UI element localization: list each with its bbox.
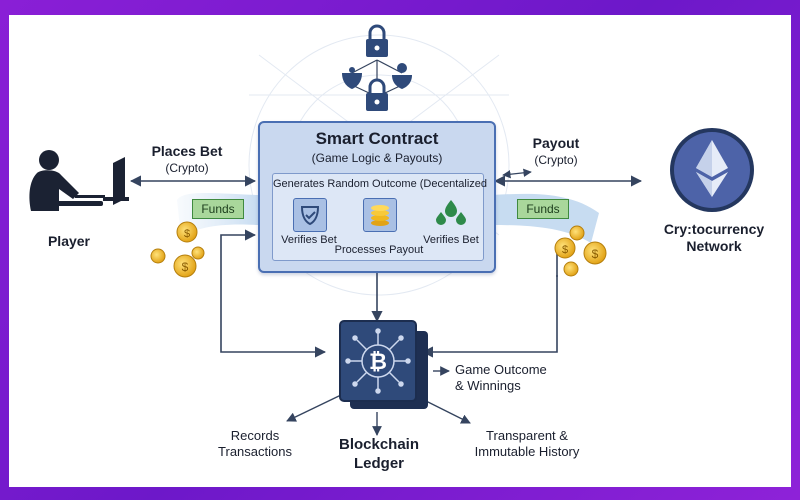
coin-stack-icon: [363, 198, 397, 232]
ledger-label-line2: Ledger: [353, 455, 404, 472]
payout-sublabel: (Crypto): [534, 153, 578, 167]
svg-text:$: $: [562, 244, 568, 256]
coins-right-icon: $ $: [554, 225, 607, 277]
payout-label: Payout: [532, 135, 580, 151]
funds-right-tag: Funds: [517, 199, 569, 219]
verifies-bet-right: Verifies Bet: [423, 234, 479, 246]
blockchain-ledger-icon: ₿: [339, 320, 428, 409]
payout-small-arrow: [502, 168, 532, 179]
verify-shield-icon: [293, 198, 327, 232]
outcome-label-line2: & Winnings: [455, 378, 521, 393]
diagram-svg: ₿ $ $ $ $: [29, 24, 754, 436]
user-shield-icon: [392, 63, 412, 89]
ledger-label-line1: Blockchain: [338, 436, 420, 453]
coins-left-icon: $ $: [150, 221, 205, 278]
transparent-label-line2: Immutable History: [474, 444, 580, 459]
outcome-label-line1: Game Outcome: [455, 362, 547, 377]
lock-top-icon: [366, 24, 388, 57]
shield-hand-icon: [342, 67, 362, 89]
random-outcome-label: Generates Random Outcome (Decentalized: [273, 178, 487, 190]
smart-contract-subtitle: (Game Logic & Payouts): [311, 151, 443, 165]
diagram-canvas: ₿ $ $ $ $ Smart Contract (Game Logic & P…: [9, 15, 791, 487]
places-bet-label: Places Bet: [151, 143, 223, 159]
funds-left-tag: Funds: [192, 199, 244, 219]
smart-contract-inner-panel: Generates Random Outcome (Decentalized: [272, 173, 487, 261]
random-drops-icon: [433, 198, 469, 228]
places-bet-sublabel: (Crypto): [165, 161, 209, 175]
network-label-line2: Network: [686, 238, 742, 254]
records-label-line2: Transactions: [218, 444, 292, 459]
svg-text:₿: ₿: [369, 349, 387, 374]
right-loop-arrow: [421, 275, 558, 358]
svg-text:$: $: [182, 260, 189, 274]
records-arrow: [286, 394, 342, 422]
network-label-line1: Cry:tocurrency: [663, 221, 765, 237]
svg-text:$: $: [592, 247, 599, 261]
smart-contract-title: Smart Contract: [315, 129, 439, 148]
ethereum-icon: [670, 128, 754, 212]
lock-bottom-icon: [366, 78, 388, 111]
processes-payout-label: Processes Payout: [334, 244, 424, 256]
smart-contract-box: Smart Contract (Game Logic & Payouts) Ge…: [258, 121, 496, 273]
verifies-bet-left: Verifies Bet: [281, 234, 337, 246]
security-icons: [351, 59, 403, 94]
player-icon: [29, 150, 129, 211]
transparent-label-line1: Transparent &: [486, 428, 568, 443]
records-label-line1: Records: [230, 428, 280, 443]
svg-text:$: $: [184, 228, 190, 240]
left-loop-arrow: [220, 229, 327, 358]
player-label: Player: [47, 233, 91, 249]
